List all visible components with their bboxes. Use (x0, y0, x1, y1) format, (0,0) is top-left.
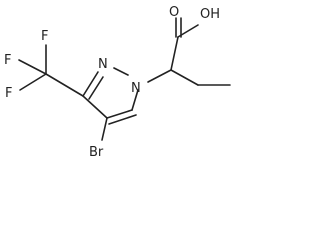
bond-cf3-f-mid (19, 73, 47, 91)
bond-calpha-ch2 (170, 69, 199, 86)
bond-n2-c3-b (88, 76, 104, 100)
bonds (18, 17, 231, 141)
atom-oh: OH (200, 7, 220, 22)
atom-labels: OH O F F F N N Br (4, 5, 220, 160)
bond-n1-n2 (113, 67, 129, 76)
atom-o: O (169, 5, 179, 20)
atom-f-top: F (41, 29, 48, 44)
bond-c4-c5-b (108, 114, 137, 125)
atom-n1: N (131, 81, 141, 96)
atom-n2: N (98, 57, 108, 72)
bond-calpha-n1 (147, 69, 172, 83)
atom-f-left: F (4, 53, 11, 68)
bond-c4-c5-a (106, 109, 133, 119)
structure-diagram: OH O F F F N N Br (4, 5, 231, 160)
bond-cf3-f-left (18, 59, 47, 75)
bond-c-calpha (170, 36, 179, 71)
bond-c3-c4 (82, 95, 108, 119)
bond-n2-c3-a (82, 71, 99, 97)
molecule-drawing: OH O F F F N N Br (4, 5, 231, 160)
bond-c5-n1 (131, 89, 139, 111)
bond-c3-cf3 (45, 73, 84, 97)
atom-f-mid: F (5, 86, 12, 101)
bond-c4-br (101, 117, 108, 141)
atom-br: Br (89, 145, 104, 160)
